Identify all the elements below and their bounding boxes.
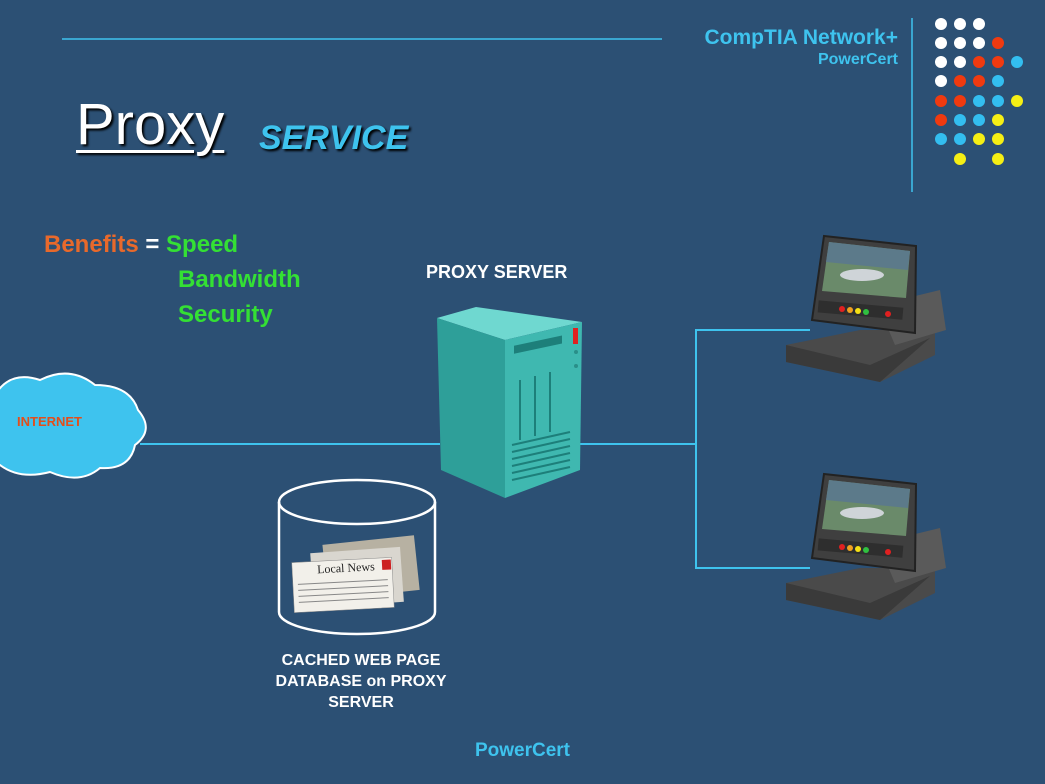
cache-database-label: CACHED WEB PAGE DATABASE on PROXY SERVER — [255, 650, 467, 713]
slide-title: Proxy — [76, 92, 225, 157]
brand-subtitle: PowerCert — [817, 51, 898, 68]
proxy-server-icon — [437, 307, 582, 498]
benefit-item: Security — [178, 301, 273, 328]
brand-title: CompTIA Network+ — [704, 26, 899, 49]
benefits-equals: = — [145, 231, 160, 258]
benefits-label: Benefits — [44, 231, 139, 258]
slide-subtitle: SERVICE — [259, 119, 409, 157]
benefit-item: Speed — [166, 231, 239, 258]
internet-label: INTERNET — [17, 414, 82, 429]
cache-database-icon: Local News — [277, 478, 437, 636]
client-bus-line — [695, 329, 810, 569]
footer-brand: PowerCert — [474, 740, 571, 761]
benefits-list: Benefits = Speed Bandwidth Security — [44, 227, 301, 332]
internet-cloud-icon — [0, 372, 147, 479]
benefit-item: Bandwidth — [178, 266, 301, 293]
newspaper-headline: Local News — [317, 559, 376, 576]
dot-grid-logo — [935, 18, 1023, 165]
newspaper-icon: Local News — [291, 535, 420, 613]
proxy-server-label: PROXY SERVER — [426, 262, 568, 282]
cache-label-line: CACHED WEB PAGE — [281, 652, 441, 669]
client-computer-icon — [786, 472, 946, 620]
cache-label-line: DATABASE on PROXY — [275, 673, 447, 690]
cache-label-line: SERVER — [328, 694, 394, 711]
client-computer-icon — [786, 234, 946, 382]
